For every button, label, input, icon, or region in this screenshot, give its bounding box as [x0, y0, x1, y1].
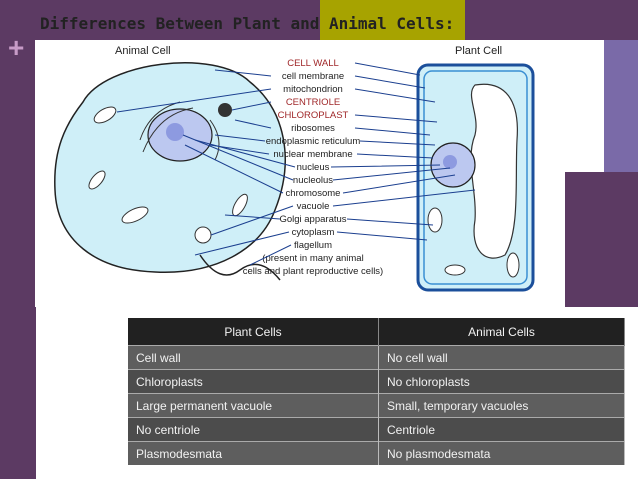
header-plant-cells: Plant Cells: [128, 318, 379, 346]
leader-flagellum: [249, 244, 292, 266]
table-cell-animal: Small, temporary vacuoles: [378, 393, 625, 418]
plant-vacuole: [470, 83, 518, 259]
table-cell-plant: No centriole: [128, 417, 379, 442]
label-mitochondrion: mitochondrion: [283, 84, 343, 95]
label-flagellum-note-2: cells and plant reproductive cells): [243, 266, 383, 277]
plant-chloroplast-2: [444, 264, 466, 276]
leader-cell-membrane: [214, 69, 426, 89]
animal-mitochondrion-1: [93, 106, 117, 124]
animal-centriole: [218, 103, 232, 117]
label-column: CELL WALL cell membrane mitochondrion CE…: [243, 58, 383, 277]
animal-flagellum: [199, 254, 281, 281]
leader-er: [214, 134, 436, 146]
right-accent-block-lower: [565, 172, 638, 307]
label-nucleolus: nucleolus: [293, 175, 333, 186]
right-accent-block: [604, 40, 638, 172]
table-cell-animal: No cell wall: [378, 345, 625, 370]
label-chromosome: chromosome: [286, 188, 341, 199]
table-cell-plant: Chloroplasts: [128, 369, 379, 394]
label-nucleus: nucleus: [297, 162, 330, 173]
leader-ribosomes: [234, 119, 431, 136]
table-cell-animal: No plasmodesmata: [378, 441, 625, 465]
label-cytoplasm: cytoplasm: [292, 227, 335, 238]
leader-vacuole: [210, 189, 476, 236]
leader-nucleus: [194, 139, 441, 168]
leader-cytoplasm: [194, 231, 428, 256]
top-banner-right: [465, 0, 638, 40]
leader-golgi: [224, 214, 434, 226]
plant-cell-membrane: [423, 70, 528, 285]
plant-chloroplast-1: [427, 207, 443, 233]
leader-centriole: [231, 101, 272, 111]
slide-title: Differences Between Plant and Animal Cel…: [40, 14, 455, 33]
table-cell-plant: Plasmodesmata: [128, 441, 379, 465]
table-cell-animal: No chloroplasts: [378, 369, 625, 394]
leader-cell-wall: [354, 62, 421, 76]
animal-nucleolus: [166, 123, 184, 141]
label-cell-wall: CELL WALL: [287, 58, 339, 69]
label-vacuole: vacuole: [297, 201, 330, 212]
leader-lines: [116, 62, 476, 266]
table-row: Cell wall No cell wall: [128, 345, 625, 370]
label-endoplasmic-reticulum: endoplasmic reticulum: [266, 136, 361, 147]
table-cell-plant: Large permanent vacuole: [128, 393, 379, 418]
leader-mitochondrion: [116, 88, 436, 113]
table-row: No centriole Centriole: [128, 417, 625, 442]
label-nuclear-membrane: nuclear membrane: [273, 149, 352, 160]
plant-nucleolus: [443, 155, 457, 169]
left-accent-bar: [0, 0, 36, 479]
label-golgi-apparatus: Golgi apparatus: [279, 214, 346, 225]
top-banner-olive: [320, 0, 465, 40]
table-row: Chloroplasts No chloroplasts: [128, 369, 625, 394]
table-row: Plasmodesmata No plasmodesmata: [128, 441, 625, 465]
animal-mitochondrion-4: [88, 170, 106, 190]
cell-diagram: Animal Cell Plant Cell CELL WALL cell me…: [35, 40, 565, 307]
comparison-table: Plant Cells Animal Cells Cell wall No ce…: [128, 318, 625, 465]
label-flagellum: flagellum: [294, 240, 332, 251]
animal-cell-title: Animal Cell: [115, 45, 171, 57]
table-cell-plant: Cell wall: [128, 345, 379, 370]
leader-chromosome: [184, 144, 456, 194]
animal-cell-body: [54, 62, 286, 273]
animal-vacuole: [194, 226, 212, 244]
animal-mitochondrion-2: [121, 206, 149, 224]
plant-chloroplast-3: [506, 252, 520, 278]
leader-chloroplast: [354, 114, 438, 123]
table-header-row: Plant Cells Animal Cells: [128, 318, 625, 346]
plant-cell-title: Plant Cell: [455, 45, 502, 57]
plus-icon: +: [8, 32, 25, 63]
header-animal-cells: Animal Cells: [378, 318, 625, 346]
table-row: Large permanent vacuole Small, temporary…: [128, 393, 625, 418]
top-banner-left: [36, 0, 320, 40]
label-chloroplast: CHLOROPLAST: [278, 110, 349, 121]
label-ribosomes: ribosomes: [291, 123, 335, 134]
label-flagellum-note-1: (present in many animal: [262, 253, 363, 264]
cell-diagram-svg: Animal Cell Plant Cell CELL WALL cell me…: [54, 45, 535, 292]
label-centriole: CENTRIOLE: [286, 97, 340, 108]
leader-nucleolus: [182, 134, 451, 181]
table-cell-animal: Centriole: [378, 417, 625, 442]
label-cell-membrane: cell membrane: [282, 71, 344, 82]
